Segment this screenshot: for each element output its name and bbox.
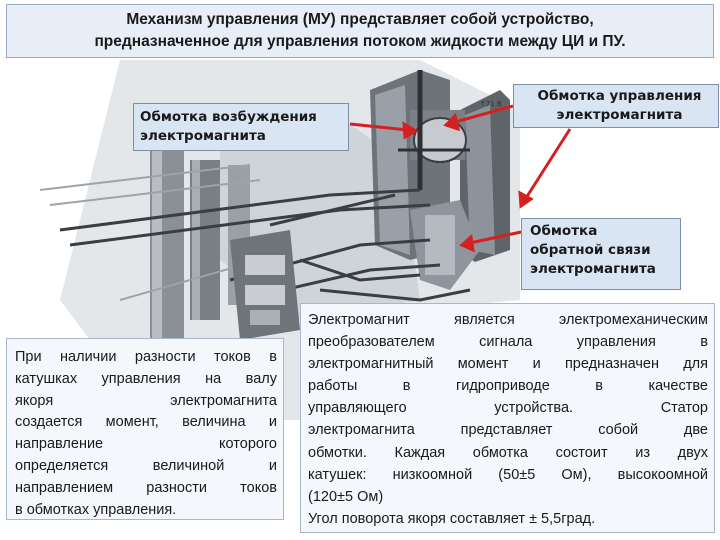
feedback-label-line-3: электромагнита [530, 261, 656, 277]
left-text-line-1: При наличии разности токов в [15, 349, 277, 365]
control-label-line-2: электромагнита [556, 107, 683, 123]
feedback-winding-label: Обмотка обратной связи электромагнита [521, 218, 681, 290]
excitation-label-line-1: Обмотка возбуждения [140, 109, 317, 125]
feedback-label-line-1: Обмотка [530, 223, 598, 239]
current-difference-description: При наличии разности токов в катушках уп… [6, 338, 284, 520]
excitation-winding-label: Обмотка возбуждения электромагнита [133, 103, 349, 151]
electromagnet-description: Электромагнит является электромеханическ… [300, 303, 715, 533]
right-text-line-4: работы в гидроприводе в качестве [308, 378, 708, 395]
armature [398, 70, 470, 190]
left-text-line-8: в обмотках управления. [15, 501, 177, 518]
wiring [59, 188, 471, 302]
right-text-line-3: электромагнитный момент и предназначен д… [308, 356, 708, 373]
title-line-1: Механизм управления (МУ) представляет со… [126, 11, 594, 28]
control-winding-label: Обмотка управления электромагнита [513, 84, 719, 128]
right-text-line-6: электромагнита представляет собой две [308, 422, 708, 439]
pointer-arrows [349, 104, 572, 253]
left-text-line-4: создается момент, величина и [15, 414, 277, 431]
left-text-line-6: определяется величиной и [15, 457, 277, 474]
right-text-line-2: преобразователем сигнала управления в [308, 334, 708, 351]
slide-title: Механизм управления (МУ) представляет со… [6, 4, 714, 58]
excitation-label-line-2: электромагнита [140, 128, 266, 144]
right-text-line-10: Угол поворота якоря составляет ± 5,5град… [308, 510, 596, 527]
connector-block [230, 230, 300, 340]
right-text-line-7: обмотки. Каждая обмотка состоит из двух [308, 444, 708, 461]
control-label-line-1: Обмотка управления [537, 88, 702, 104]
feedback-label-line-2: обратной связи [530, 242, 651, 258]
right-text-line-9: (120±5 Ом) [308, 488, 384, 505]
title-line-2: предназначенное для управления потоком ж… [94, 33, 626, 50]
left-text-line-5: направление которого [15, 436, 277, 453]
drawing-scale-mark: ↑71 В [480, 100, 502, 108]
left-text-line-2: катушках управления на валу [15, 370, 277, 387]
right-text-line-5: управляющего устройства. Статор [308, 400, 708, 417]
right-text-line-8: катушек: низкоомной (50±5 Ом), высокоомн… [308, 466, 708, 483]
left-text-line-3: якоря электромагнита [15, 392, 277, 409]
left-text-line-7: направлением разности токов [15, 479, 277, 496]
right-text-line-1: Электромагнит является электромеханическ… [308, 312, 708, 328]
